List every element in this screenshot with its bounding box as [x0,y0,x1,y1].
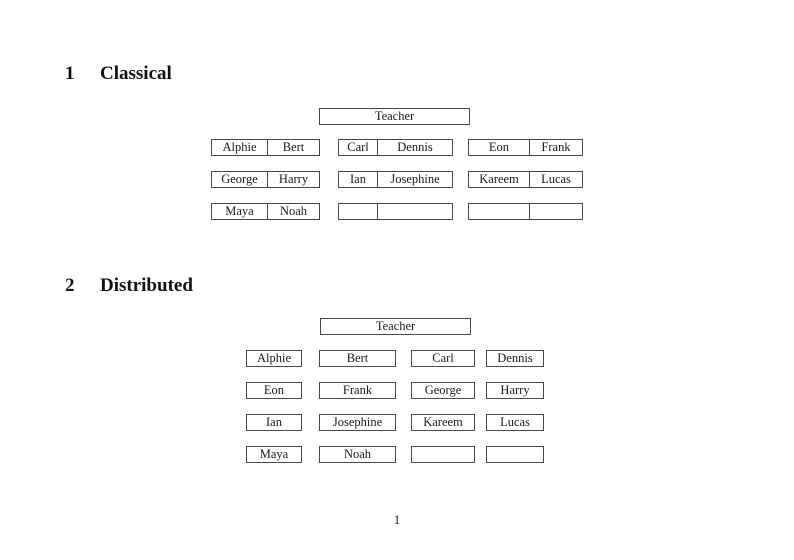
section-title: Classical [100,63,172,84]
teacher-box: Teacher [320,318,471,335]
desk-pair-box: George Harry [211,171,320,188]
seat-cell: Lucas [541,172,571,186]
seat-cell [339,204,378,219]
page-number: 1 [393,512,401,527]
seat-cell: Eon [469,140,530,155]
seat-cell: Dennis [397,140,433,154]
desk-pair-box: Maya Noah [211,203,320,220]
seat-box: Lucas [486,414,544,431]
seat-box [486,446,544,463]
seat-cell: Maya [212,204,268,219]
seat-cell: Noah [279,204,308,218]
desk-pair-box: Alphie Bert [211,139,320,156]
seat-cell: Josephine [390,172,440,186]
seat-box: Harry [486,382,544,399]
seat-cell: Harry [278,172,309,186]
seat-box: Josephine [319,414,396,431]
section-heading-classical: 1 Classical [65,63,172,85]
desk-pair-box [468,203,583,220]
seat-cell: George [212,172,268,187]
section-number: 1 [65,63,75,84]
seat-box: Noah [319,446,396,463]
seat-box: Ian [246,414,302,431]
seat-cell [469,204,530,219]
seat-box: Carl [411,350,475,367]
seat-box [411,446,475,463]
desk-pair-box: Carl Dennis [338,139,453,156]
seat-box: Dennis [486,350,544,367]
section-title: Distributed [100,275,193,296]
seat-cell: Bert [282,140,305,154]
seat-box: George [411,382,475,399]
desk-pair-box: Ian Josephine [338,171,453,188]
seat-box: Maya [246,446,302,463]
seat-box: Kareem [411,414,475,431]
seat-cell [378,204,452,219]
seat-cell: Carl [339,140,378,155]
seat-cell: Ian [339,172,378,187]
seat-box: Alphie [246,350,302,367]
seat-cell: Kareem [469,172,530,187]
desk-pair-box [338,203,453,220]
seat-box: Frank [319,382,396,399]
teacher-box: Teacher [319,108,470,125]
seat-cell: Alphie [212,140,268,155]
seat-cell [530,204,582,219]
section-heading-distributed: 2 Distributed [65,275,193,297]
desk-pair-box: Kareem Lucas [468,171,583,188]
section-number: 2 [65,275,75,296]
seat-cell: Frank [541,140,571,154]
seat-box: Eon [246,382,302,399]
desk-pair-box: Eon Frank [468,139,583,156]
seat-box: Bert [319,350,396,367]
